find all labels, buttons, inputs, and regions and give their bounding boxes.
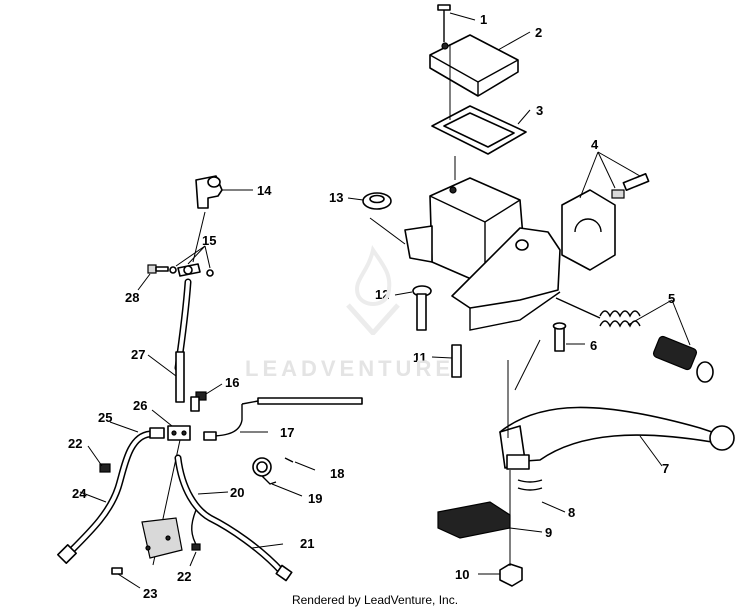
hose-bolt — [111, 567, 141, 589]
brake-lever — [499, 406, 735, 469]
callout-18: 18 — [330, 466, 344, 481]
callout-8: 8 — [568, 505, 575, 520]
callout-9: 9 — [545, 525, 552, 540]
hose-clip-lower — [189, 509, 201, 567]
brake-tee — [195, 175, 253, 209]
callout-26: 26 — [133, 398, 147, 413]
callout-19: 19 — [308, 491, 322, 506]
callout-25: 25 — [98, 410, 112, 425]
cover-gasket — [431, 105, 531, 155]
brake-pipe — [147, 278, 192, 403]
cover-screw — [437, 4, 476, 42]
banjo-fitting — [169, 245, 214, 277]
watermark-text: LEADVENTURE — [245, 356, 455, 381]
piston-kit — [555, 297, 714, 383]
callout-6: 6 — [590, 338, 597, 353]
hose-clip-upper — [87, 445, 111, 473]
watermark-logo-icon — [346, 245, 400, 335]
callout-22-lower: 22 — [177, 569, 191, 584]
callout-22-upper: 22 — [68, 436, 82, 451]
reservoir-cap — [347, 192, 392, 210]
callout-17: 17 — [280, 425, 294, 440]
callout-27: 27 — [131, 347, 145, 362]
callout-2: 2 — [535, 25, 542, 40]
footer-credit: Rendered by LeadVenture, Inc. — [291, 593, 459, 607]
hose-clamp — [252, 457, 303, 497]
callout-15: 15 — [202, 233, 216, 248]
callout-16: 16 — [225, 375, 239, 390]
callout-4: 4 — [591, 137, 599, 152]
line-assembly-paths — [192, 211, 206, 263]
callout-14: 14 — [257, 183, 272, 198]
handlebar-clamp — [561, 151, 650, 271]
callout-20: 20 — [230, 485, 244, 500]
callout-1: 1 — [480, 12, 487, 27]
lever-block — [437, 501, 543, 539]
callout-11: 11 — [413, 350, 427, 365]
pipe-fitting — [190, 383, 223, 412]
brake-hose-right — [174, 454, 293, 582]
brake-hose-left — [57, 421, 165, 564]
callout-5: 5 — [668, 291, 675, 306]
reservoir-cover — [429, 31, 531, 97]
pivot-bolt — [394, 285, 432, 331]
lever-nut — [478, 563, 523, 587]
callout-28: 28 — [125, 290, 139, 305]
callout-23: 23 — [143, 586, 157, 601]
callout-24: 24 — [72, 486, 87, 501]
callout-10: 10 — [455, 567, 469, 582]
assembly-lines — [449, 44, 541, 566]
hose-guard — [141, 517, 183, 559]
callout-21: 21 — [300, 536, 314, 551]
lever-bracket — [506, 454, 566, 513]
callout-7: 7 — [662, 461, 669, 476]
brake-line — [203, 397, 363, 441]
master-cylinder-body — [369, 177, 561, 331]
mounting-bolt — [431, 344, 462, 378]
banjo-bolt — [137, 264, 169, 291]
lever-pin — [552, 322, 585, 352]
callout-3: 3 — [536, 103, 543, 118]
hose-clip — [284, 457, 316, 471]
callout-13: 13 — [329, 190, 343, 205]
